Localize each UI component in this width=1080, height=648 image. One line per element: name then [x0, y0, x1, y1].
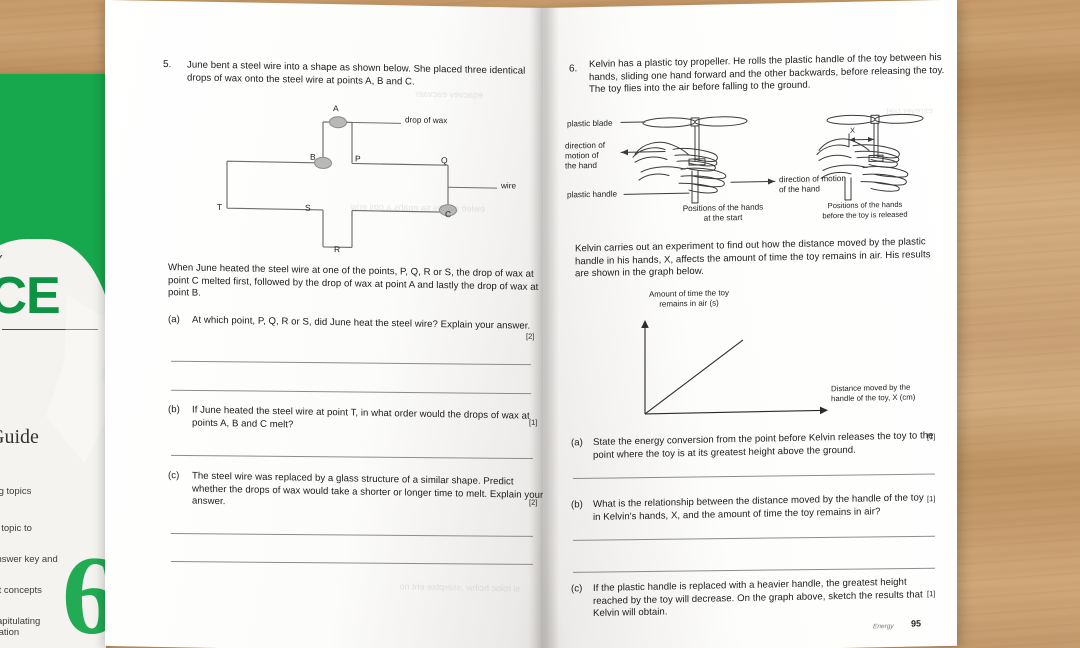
left-question-stem: June bent a steel wire into a shape as s…: [187, 59, 526, 88]
caption-hands-before-release: Positions of the hands before the toy is…: [822, 199, 908, 221]
wax-drop-c: [439, 204, 457, 217]
caption-hands-at-start: Positions of the hands at the start: [682, 202, 764, 223]
x-axis-arrowhead: [820, 406, 828, 415]
cover-level-number: 6: [62, 534, 106, 648]
left-part-a-marks: [2]: [526, 331, 535, 341]
right-part-a-text: State the energy conversion from the poi…: [593, 430, 934, 461]
left-part-c-text: The steel wire was replaced by a glass s…: [192, 470, 544, 508]
wax-drop-b: [314, 156, 332, 169]
point-label-r: R: [334, 244, 341, 255]
point-label-c: C: [445, 209, 452, 220]
callout-line-wire: [448, 186, 497, 189]
cover-splash-spikes: [0, 260, 106, 274]
flight-time-vs-distance-graph: Amount of time the toy remains in air (s…: [583, 284, 943, 423]
right-part-b-label: (b): [571, 499, 583, 511]
right-part-b-answer-line-1[interactable]: [573, 535, 935, 541]
left-part-a-answer-line-1[interactable]: [171, 360, 531, 366]
point-label-q: Q: [441, 155, 448, 166]
callout-drop-of-wax: drop of wax: [405, 115, 448, 126]
label-plastic-blade: plastic blade: [567, 118, 613, 129]
left-part-b-answer-line-1[interactable]: [171, 454, 533, 460]
right-part-c-marks: [1]: [927, 589, 936, 599]
cover-bullet-5: r recapitulating amination: [0, 616, 41, 638]
label-direction-of-motion-left: direction of motion of the hand: [565, 140, 606, 171]
cover-brand-line: Y: [0, 252, 106, 267]
label-direction-of-motion-right: direction of motion of the hand: [779, 173, 846, 195]
point-label-s: S: [305, 202, 311, 213]
left-part-a-answer-line-2[interactable]: [171, 389, 531, 395]
left-part-b-text: If June heated the steel wire at point T…: [192, 404, 530, 430]
point-label-b: B: [310, 151, 316, 162]
left-part-a-label: (a): [168, 314, 180, 326]
right-part-c-label: (c): [571, 583, 583, 595]
cover-bullet-4: evant concepts: [0, 585, 42, 596]
left-question-number: 5.: [163, 58, 172, 71]
right-part-a-answer-line-1[interactable]: [573, 473, 935, 479]
right-question-number: 6.: [569, 63, 578, 75]
cover-title: ICE: [0, 267, 61, 325]
arrow-left-hand-direction: [621, 149, 628, 156]
left-part-c-answer-line-2[interactable]: [171, 561, 533, 565]
cover-subtitle: Guide: [0, 426, 39, 448]
label-plastic-handle: plastic handle: [567, 189, 618, 200]
steel-wire-cross-diagram: [226, 116, 497, 249]
cover-divider: [2, 329, 98, 330]
point-label-a: A: [333, 103, 339, 114]
right-part-b-answer-line-2[interactable]: [573, 567, 935, 573]
point-label-t: T: [217, 201, 223, 213]
cover-splash-shape: [0, 239, 106, 648]
arrow-right-hand-direction: [768, 178, 775, 185]
graph-y-axis-label: Amount of time the toy remains in air (s…: [648, 288, 730, 309]
cover-bullet-3: ed answer key and: [0, 554, 58, 565]
graph-plot-area: [641, 319, 828, 415]
left-page: eqacvev eacvaer 5. June bent a steel wir…: [105, 0, 545, 648]
right-question-stem: Kelvin has a plastic toy propeller. He r…: [589, 51, 945, 96]
y-axis-arrowhead: [641, 319, 649, 329]
graph-x-axis-label: Distance moved by the handle of the toy,…: [831, 382, 916, 404]
left-part-b-marks: [1]: [529, 417, 538, 427]
right-page: 6. Kelvin has a plastic toy propeller. H…: [543, 0, 957, 648]
left-part-c-marks: [2]: [529, 497, 538, 507]
right-part-a-label: (a): [571, 437, 583, 449]
left-part-c-answer-line-1[interactable]: [171, 533, 533, 537]
callout-line-drop-of-wax: [347, 121, 401, 124]
right-context-paragraph: Kelvin carries out an experiment to find…: [575, 236, 931, 280]
left-bleed-bottom: si roloc hcihw ,sserptxe eht no: [399, 581, 520, 594]
left-context-paragraph: When June heated the steel wire at one o…: [168, 262, 539, 299]
book-cover: Y ICE Guide vering topics each topic to …: [0, 74, 106, 648]
left-part-a-text: At which point, P, Q, R or S, did June h…: [192, 314, 531, 332]
wax-drop-a: [329, 116, 347, 129]
page-number: 95: [911, 618, 922, 629]
callout-wire: wire: [501, 181, 517, 191]
graph-data-series-line: [644, 339, 744, 415]
point-label-p: P: [355, 153, 361, 164]
left-part-c-label: (c): [168, 470, 180, 482]
right-part-a-marks: [1]: [927, 432, 936, 442]
toy-propeller-hands-diagram: [620, 113, 924, 204]
right-part-b-text: What is the relationship between the dis…: [593, 492, 924, 523]
label-x-distance: X: [850, 125, 856, 135]
open-workbook: eqacvev eacvaer 5. June bent a steel wir…: [105, 0, 957, 648]
cover-bullet-2: each topic to ning: [1, 523, 32, 534]
right-part-b-marks: [1]: [927, 494, 936, 504]
left-part-b-label: (b): [168, 404, 180, 416]
right-part-c-text: If the plastic handle is replaced with a…: [593, 576, 923, 620]
cover-bullet-1: vering topics: [0, 486, 32, 497]
footer-topic-label: Energy: [873, 622, 894, 631]
